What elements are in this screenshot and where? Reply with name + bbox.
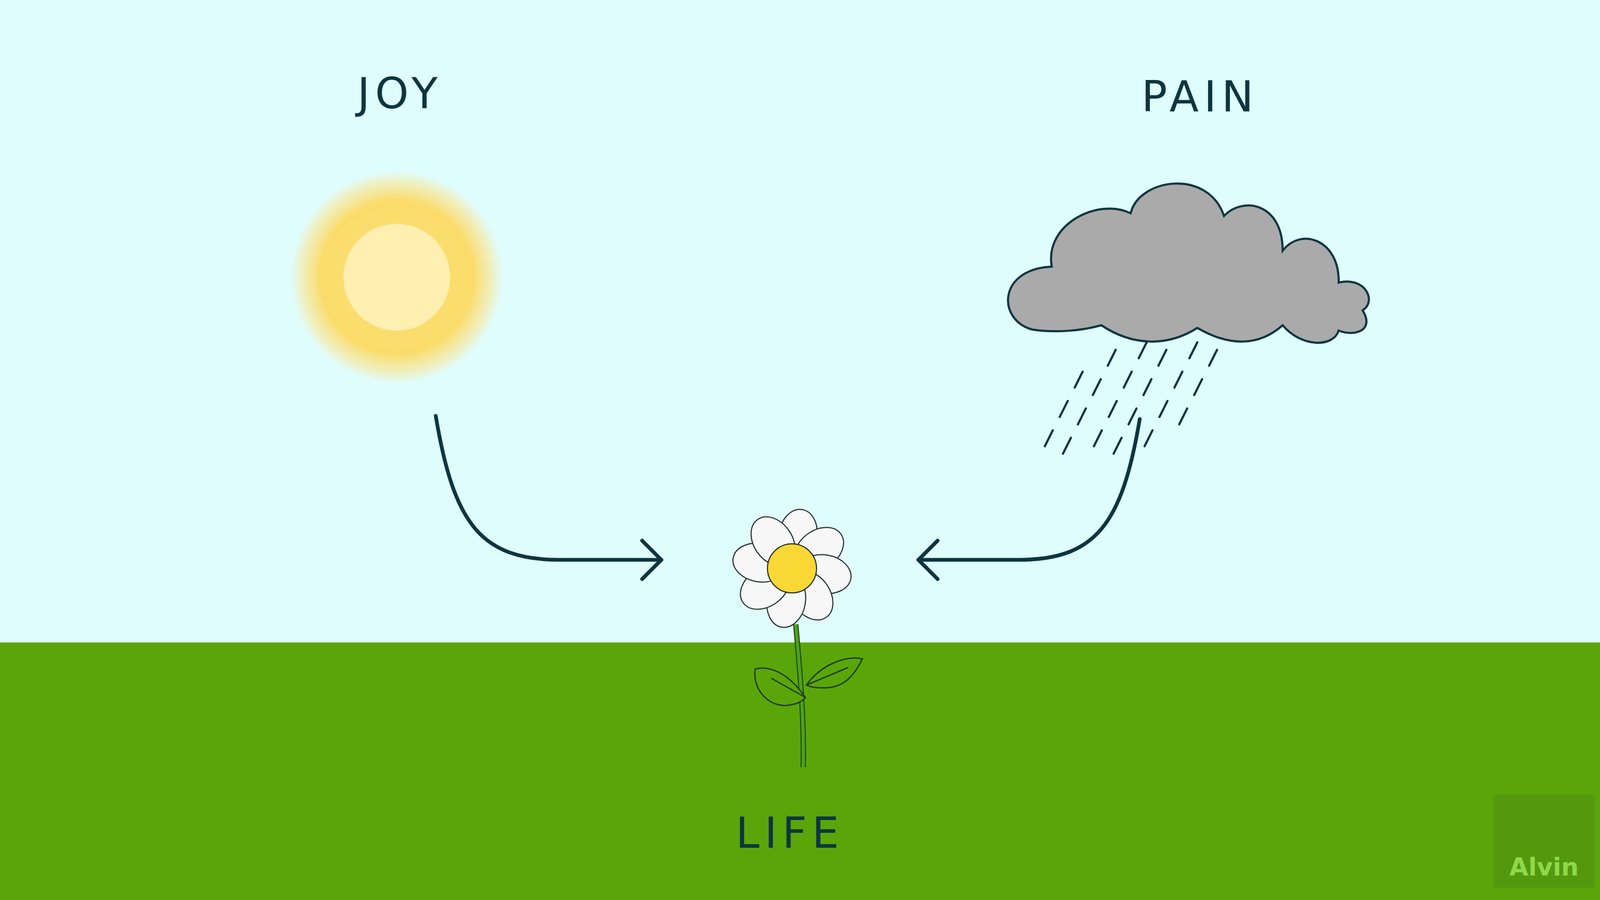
sky (0, 0, 1600, 643)
node-label: JOY (357, 68, 443, 120)
node-label: PAIN (1141, 71, 1259, 123)
sun-node: JOY (298, 64, 502, 416)
flower (729, 506, 863, 768)
watermark: Alvin (1509, 852, 1579, 882)
cloud (1008, 183, 1370, 343)
node-label: LIFE (735, 808, 844, 860)
flower-node: LIFE (661, 501, 919, 870)
arrow-connector (918, 419, 1140, 580)
arrow-connector (435, 416, 662, 580)
sun (290, 170, 504, 384)
rain-drops (1044, 342, 1218, 454)
cloud-node: PAIN (1002, 67, 1398, 420)
watermark-box: Alvin (1493, 794, 1595, 888)
